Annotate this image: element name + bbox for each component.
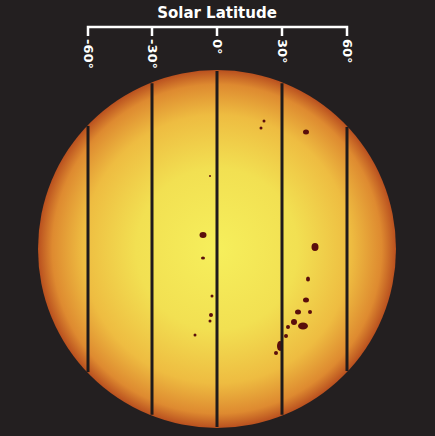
latitude-line — [346, 127, 349, 371]
bracket-tick — [281, 27, 284, 36]
latitude-line — [87, 126, 90, 372]
bracket-line — [88, 27, 347, 36]
bracket-tick — [151, 27, 154, 36]
latitude-label: 0° — [210, 39, 225, 55]
latitude-label: -60° — [81, 39, 96, 69]
latitude-line — [216, 71, 219, 427]
latitude-lines — [88, 71, 347, 427]
chart-title: Solar Latitude — [157, 4, 277, 22]
scale-bracket — [88, 27, 347, 36]
sun-disk — [38, 70, 396, 428]
bracket-tick — [216, 27, 219, 36]
sunspots — [194, 120, 319, 356]
latitude-label: -30° — [145, 39, 160, 69]
latitude-line — [151, 83, 154, 415]
latitude-line — [281, 83, 284, 415]
latitude-label: 30° — [275, 39, 290, 64]
latitude-label: 60° — [340, 39, 355, 64]
